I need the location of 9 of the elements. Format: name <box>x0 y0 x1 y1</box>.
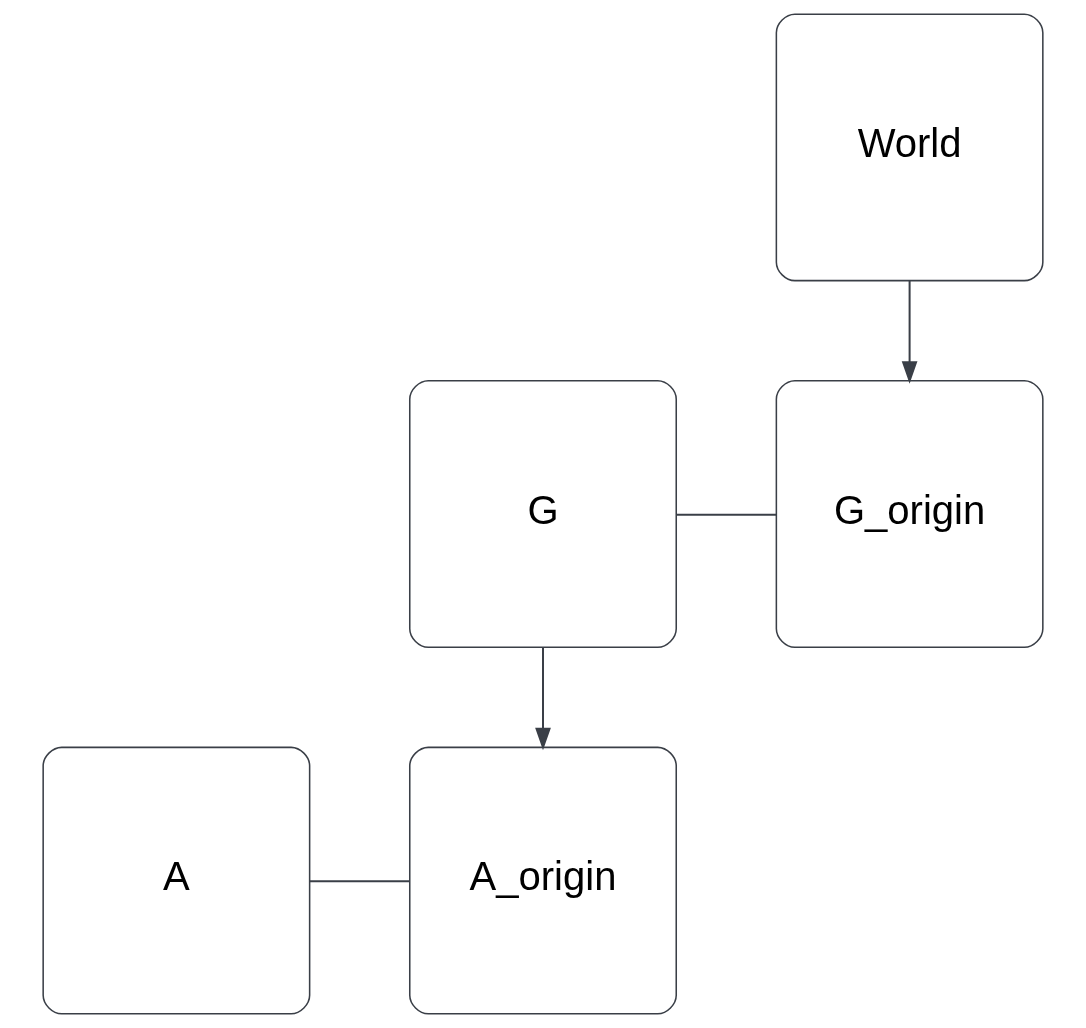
connector <box>308 880 411 883</box>
node-box: World <box>775 13 1044 282</box>
arrow <box>901 279 918 384</box>
node-box: A <box>42 746 311 1015</box>
connector <box>675 513 778 516</box>
node-box: A_origin <box>409 746 677 1015</box>
node-box: G <box>409 380 677 648</box>
node-box: G_origin <box>775 380 1044 648</box>
arrow <box>535 646 551 751</box>
